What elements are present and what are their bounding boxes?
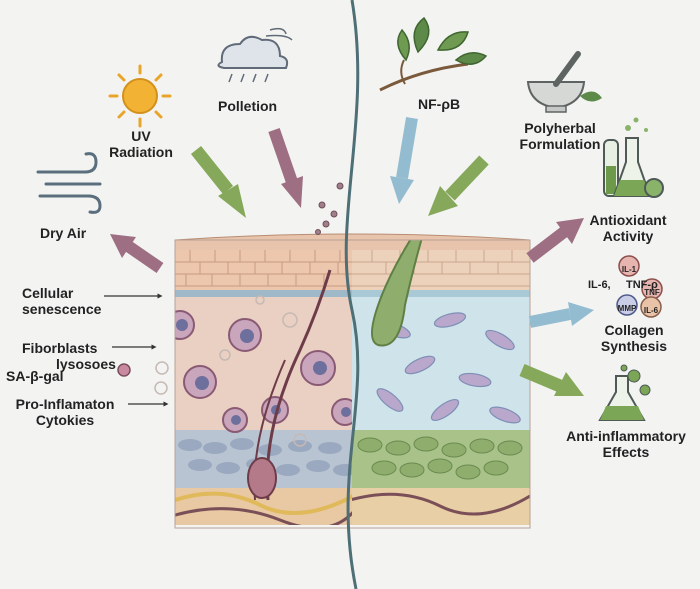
lysosomes-label: lysosoes bbox=[56, 356, 116, 372]
arrow-nfkb-in bbox=[390, 117, 418, 204]
divider-line bbox=[344, 0, 360, 589]
arrow-polyherbal-in bbox=[428, 155, 489, 216]
sun-icon bbox=[108, 64, 172, 128]
il6-label: IL-6, bbox=[588, 279, 611, 291]
dry-air-label: Dry Air bbox=[40, 225, 87, 241]
marker-label-a: IL-1 bbox=[621, 265, 637, 274]
pro-inflammatory-cytokines-label: Pro-Inflamaton Cytokies bbox=[15, 396, 115, 428]
pollution-label: Polletion bbox=[218, 98, 278, 114]
hair-follicle bbox=[247, 269, 332, 501]
cellular-senescence-label: Cellular senescence bbox=[22, 285, 102, 317]
pointer-lines bbox=[104, 293, 169, 407]
polyherbal-formulation-label: Polyherbal Formulation bbox=[519, 120, 601, 152]
anti-inflammatory-effects-label: Anti-inflammatory Effects bbox=[566, 428, 686, 460]
cytokine-markers bbox=[616, 255, 663, 318]
sa-beta-gal-label: SA-β-gal bbox=[6, 368, 64, 384]
arrow-pollution-in bbox=[268, 128, 303, 208]
mortar-pestle-icon bbox=[526, 51, 602, 113]
marker-label-c: MMP bbox=[617, 304, 637, 313]
marker-label-d: IL-6 bbox=[643, 306, 659, 315]
arrow-anti-inflammatory-out bbox=[519, 364, 584, 396]
skin-cross-section bbox=[174, 182, 531, 529]
collagen-synthesis-label: Collagen Synthesis bbox=[600, 322, 668, 354]
marker-label-b: TNF bbox=[644, 288, 660, 297]
lysosome-marker bbox=[117, 361, 169, 395]
arrow-collagen-out bbox=[528, 302, 594, 328]
fibroblasts-label: Fiborblasts bbox=[22, 340, 98, 356]
leaves-icon bbox=[379, 16, 488, 92]
arrow-antioxidant-out bbox=[526, 218, 584, 263]
antioxidant-activity-label: Antioxidant Activity bbox=[589, 212, 667, 244]
arrow-dry-air-out bbox=[110, 234, 164, 273]
cloud-rain-icon bbox=[217, 27, 293, 83]
lab-flasks-icon bbox=[603, 117, 664, 198]
arrow-uv-in bbox=[190, 145, 246, 218]
uv-radiation-label: UV Radiation bbox=[109, 128, 173, 160]
damaged-skin-side bbox=[175, 250, 352, 525]
healthy-skin-side bbox=[352, 240, 530, 525]
senescent-cells bbox=[175, 310, 352, 433]
tnf-label: TNF-ρ bbox=[626, 279, 658, 291]
flask-icon bbox=[598, 364, 651, 421]
nfkb-label: NF-ρB bbox=[418, 96, 461, 112]
wind-icon bbox=[36, 152, 102, 214]
